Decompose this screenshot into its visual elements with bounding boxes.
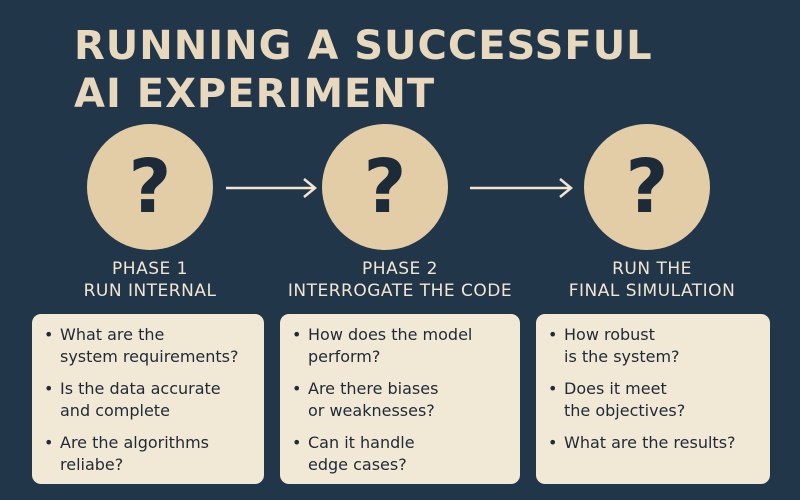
phase-3-label-line-1: RUN THE [612,259,692,279]
phase-2-card: How does the model perform? Are there bi… [280,314,520,484]
list-item: What are the system requirements? [44,324,254,368]
arrow-right-icon [226,178,317,198]
list-item: Does it meet the objectives? [548,378,760,422]
phase-3-label-line-2: FINAL SIMULATION [568,281,736,301]
list-item: What are the results? [548,432,760,454]
phase-2-label-line-1: PHASE 2 [362,259,438,279]
phase-1-question-list: What are the system requirements? Is the… [44,324,254,476]
phase-2-question-list: How does the model perform? Are there bi… [292,324,510,476]
phase-1-card: What are the system requirements? Is the… [32,314,264,484]
title-line-1: RUNNING A SUCCESSFUL [74,23,653,69]
phase-3-label: RUN THE FINAL SIMULATION [534,258,770,302]
page-title: RUNNING A SUCCESSFUL AI EXPERIMENT [74,22,653,118]
phase-2-question-icon: ? [322,124,448,250]
phase-1-label-line-2: RUN INTERNAL [83,281,217,301]
phase-2-label: PHASE 2 INTERROGATE THE CODE [272,258,528,302]
phase-3-question-icon: ? [584,124,710,250]
phase-3-question-list: How robust is the system? Does it meet t… [548,324,760,454]
title-line-2: AI EXPERIMENT [74,71,436,117]
arrow-right-icon [470,178,573,198]
phase-1-label: PHASE 1 RUN INTERNAL [30,258,270,302]
list-item: How does the model perform? [292,324,510,368]
phase-1-question-icon: ? [87,124,213,250]
list-item: How robust is the system? [548,324,760,368]
list-item: Are there biases or weaknesses? [292,378,510,422]
phase-1-label-line-1: PHASE 1 [112,259,188,279]
phase-2-label-line-2: INTERROGATE THE CODE [287,281,513,301]
phase-3-card: How robust is the system? Does it meet t… [536,314,770,484]
list-item: Can it handle edge cases? [292,432,510,476]
list-item: Are the algorithms reliabe? [44,432,254,476]
list-item: Is the data accurate and complete [44,378,254,422]
